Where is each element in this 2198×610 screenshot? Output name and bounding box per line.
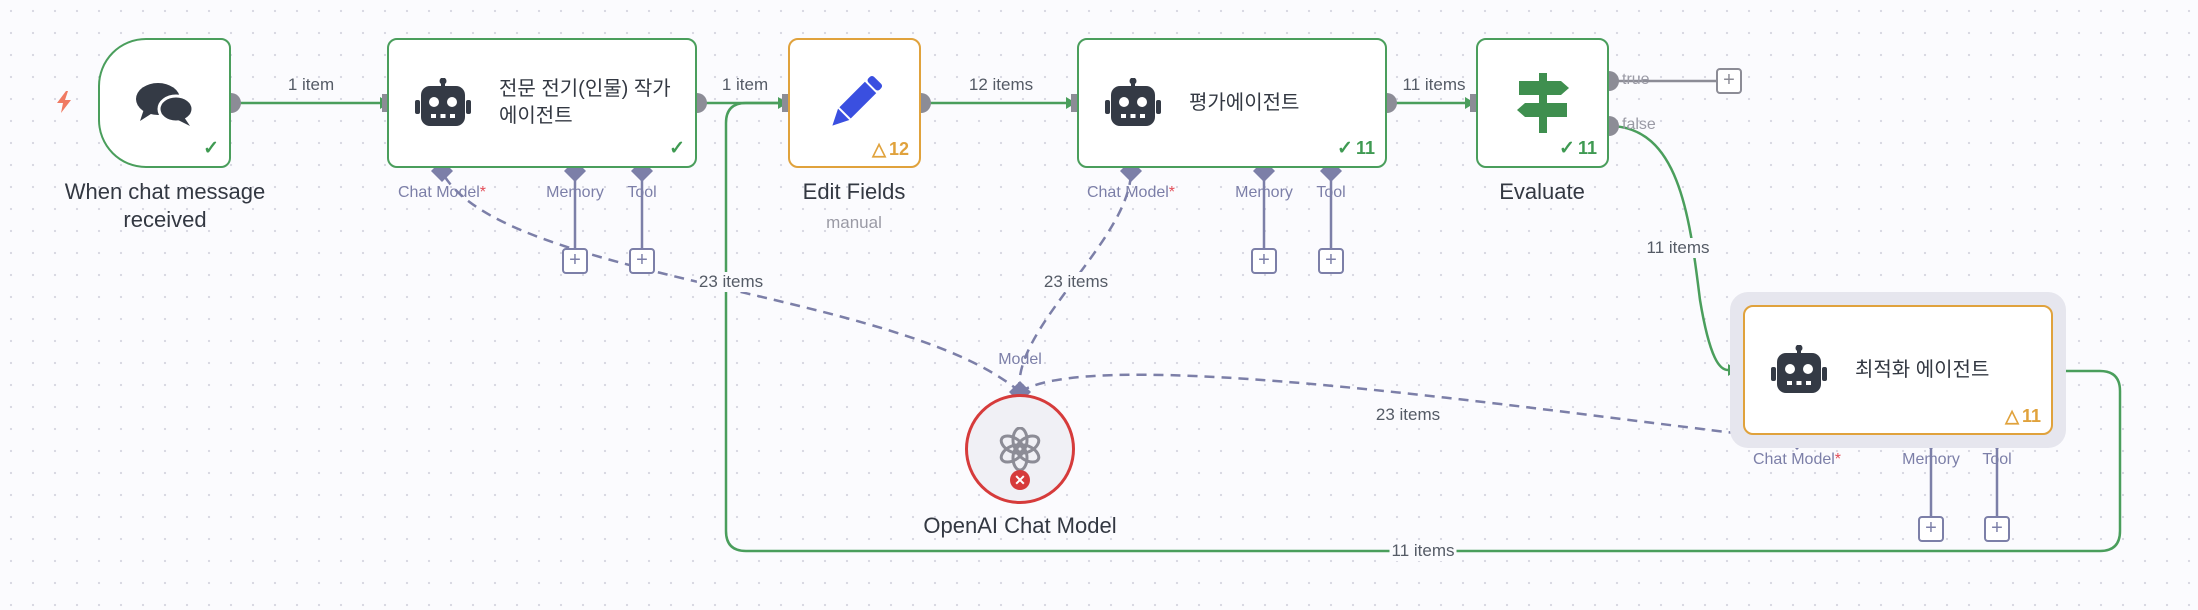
warning-triangle-icon: △ [2005,406,2019,426]
evaluate-node[interactable]: ✓ 11 [1476,38,1609,168]
eval-memory-port-label: Memory [1235,184,1293,201]
edge-label: 11 items [1389,541,1457,561]
optimize-agent-node[interactable]: 최적화 에이전트 △ 11 [1743,305,2053,435]
evaluate-false-connection[interactable] [1608,124,1729,372]
edge-label: 11 items [1644,238,1712,258]
edit-fields-subtitle: manual [826,213,882,232]
evaluate-title: Evaluate [1499,179,1585,204]
eval-tool-port-label: Tool [1316,184,1346,201]
add-optimize-tool-button[interactable]: + [1984,516,2010,542]
model-to-optimize-connection[interactable] [1019,373,1798,442]
edit-fields-node[interactable]: △ 12 [788,38,921,168]
add-writer-tool-button[interactable]: + [629,248,655,274]
optimize-agent-label: 최적화 에이전트 [1855,358,1990,381]
optimize-chat-model-port-label: Chat Model* [1752,451,1842,468]
add-eval-tool-button[interactable]: + [1318,248,1344,274]
optimize-memory-port-label: Memory [1902,451,1960,468]
writer-agent-node[interactable]: 전문 전기(인물) 작가 에이전트 ✓ [387,38,697,168]
eval-agent-label: 평가에이전트 [1189,91,1300,114]
writer-memory-port-label: Memory [546,184,604,201]
false-branch-label: false [1622,116,1656,133]
add-optimize-memory-button[interactable]: + [1918,516,1944,542]
success-check-badge: ✓ 11 [1337,138,1375,159]
model-input-label: Model [998,351,1042,368]
pencil-icon [825,73,885,133]
writer-agent-label: 전문 전기(인물) 작가 에이전트 [499,78,671,127]
edge-label: 11 items [1402,75,1466,94]
signpost-icon [1515,73,1571,133]
add-writer-memory-button[interactable]: + [562,248,588,274]
edit-fields-title: Edit Fields [802,179,906,204]
edge-label: 23 items [696,272,766,292]
success-check-icon: ✓ [1559,138,1575,159]
chat-trigger-node[interactable]: ✓ [98,38,231,168]
optimize-tool-port-label: Tool [1982,451,2012,468]
edge-label: 1 item [721,75,769,94]
success-check-badge: ✓ 11 [1559,138,1597,159]
openai-chat-model-title: OpenAI Chat Model [923,513,1117,538]
edge-label: 1 item [287,75,335,94]
trigger-bolt-icon [57,91,71,113]
robot-icon [1105,78,1161,128]
add-true-branch-button[interactable]: + [1716,68,1742,94]
eval-chat-model-port-label: Chat Model* [1086,184,1176,201]
openai-icon [998,427,1042,471]
robot-icon [1771,345,1827,395]
warning-triangle-icon: △ [872,139,886,159]
success-check-icon: ✓ [1337,138,1353,159]
add-eval-memory-button[interactable]: + [1251,248,1277,274]
edge-label: 12 items [968,75,1034,94]
chat-bubbles-icon [134,79,196,127]
edge-label: 23 items [1373,405,1443,425]
chat-trigger-title: When chat message received [64,179,266,232]
success-check-icon: ✓ [203,138,219,159]
writer-chat-model-port-label: Chat Model* [397,184,487,201]
warning-badge: △ 12 [872,139,909,159]
edge-label: 23 items [1041,272,1111,292]
error-x-icon: ✕ [1010,470,1030,490]
warning-badge: △ 11 [2005,406,2041,426]
success-check-icon: ✓ [669,138,685,159]
true-branch-label: true [1622,71,1650,88]
eval-agent-node[interactable]: 평가에이전트 ✓ 11 [1077,38,1387,168]
robot-icon [415,78,471,128]
writer-tool-port-label: Tool [627,184,657,201]
